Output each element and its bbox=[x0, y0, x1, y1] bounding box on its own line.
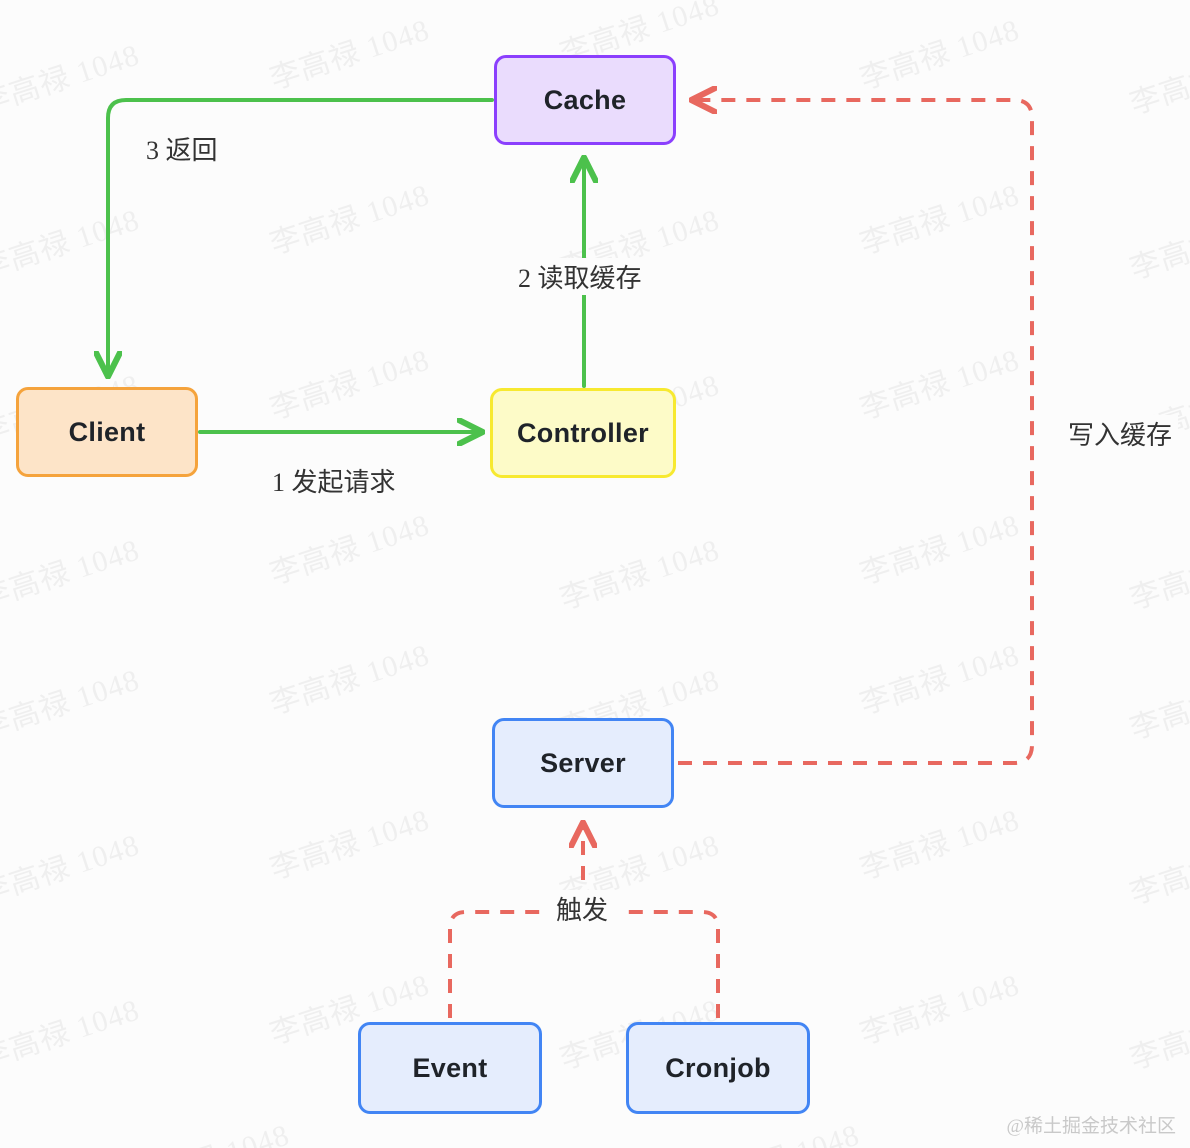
watermark-text: 李高禄 1048 bbox=[1125, 38, 1190, 122]
watermark-text: 李高禄 1048 bbox=[0, 828, 144, 912]
watermark-text: 李高禄 1048 bbox=[1125, 533, 1190, 617]
node-cronjob-label: Cronjob bbox=[665, 1052, 771, 1083]
node-event-label: Event bbox=[412, 1052, 488, 1083]
watermark-text: 李高禄 1048 bbox=[855, 343, 1024, 427]
watermark-text: 李高禄 1048 bbox=[855, 968, 1024, 1052]
watermark-text: 李高禄 1048 bbox=[0, 203, 144, 287]
node-event[interactable]: Event bbox=[358, 1022, 542, 1114]
node-controller[interactable]: Controller bbox=[490, 388, 676, 478]
edge-label-trigger: 触发 bbox=[550, 890, 615, 927]
edge-label-return: 3 返回 bbox=[140, 130, 224, 167]
watermark-text: 李高禄 1048 bbox=[0, 38, 144, 122]
watermark-text: 李高禄 1048 bbox=[693, 1110, 864, 1148]
edge-label-write-cache: 写入缓存 bbox=[1062, 415, 1179, 452]
watermark-text: 李高禄 1048 bbox=[855, 13, 1024, 97]
watermark-text: 李高禄 1048 bbox=[855, 803, 1024, 887]
watermark-text: 李高禄 1048 bbox=[1125, 828, 1190, 912]
edge-label-read-cache: 2 读取缓存 bbox=[512, 258, 648, 295]
edge-write-cache bbox=[678, 100, 1034, 765]
node-cronjob[interactable]: Cronjob bbox=[626, 1022, 810, 1114]
watermark-text: 李高禄 1048 bbox=[123, 1110, 294, 1148]
watermark-text: 李高禄 1048 bbox=[1125, 993, 1190, 1077]
node-server[interactable]: Server bbox=[492, 718, 674, 808]
node-cache[interactable]: Cache bbox=[494, 55, 676, 145]
watermark-text: 李高禄 1048 bbox=[855, 638, 1024, 722]
watermark-text: 李高禄 1048 bbox=[0, 663, 144, 747]
watermark-text: 李高禄 1048 bbox=[0, 533, 144, 617]
watermark-text: 李高禄 1048 bbox=[1125, 663, 1190, 747]
watermark-text: 李高禄 1048 bbox=[265, 803, 434, 887]
watermark-text: 李高禄 1048 bbox=[855, 178, 1024, 262]
edge-label-request: 1 发起请求 bbox=[266, 462, 402, 499]
node-client-label: Client bbox=[68, 416, 146, 447]
watermark-text: 李高禄 1048 bbox=[265, 13, 434, 97]
watermark-text: 李高禄 1048 bbox=[1125, 203, 1190, 287]
credit-text: @稀土掘金技术社区 bbox=[1006, 1116, 1177, 1137]
node-client[interactable]: Client bbox=[16, 387, 198, 477]
node-cache-label: Cache bbox=[543, 84, 627, 115]
watermark-text: 李高禄 1048 bbox=[855, 508, 1024, 592]
watermark-text: 李高禄 1048 bbox=[555, 533, 724, 617]
edge-trigger-cronjob bbox=[620, 910, 720, 1018]
watermark-text: 李高禄 1048 bbox=[265, 343, 434, 427]
edge-trigger-event bbox=[448, 910, 560, 1018]
watermark-text: 李高禄 1048 bbox=[265, 508, 434, 592]
node-server-label: Server bbox=[540, 747, 626, 778]
node-controller-label: Controller bbox=[516, 417, 649, 448]
watermark-text: 李高禄 1048 bbox=[265, 178, 434, 262]
watermark-text: 李高禄 1048 bbox=[0, 993, 144, 1077]
watermark-text: 李高禄 1048 bbox=[265, 638, 434, 722]
